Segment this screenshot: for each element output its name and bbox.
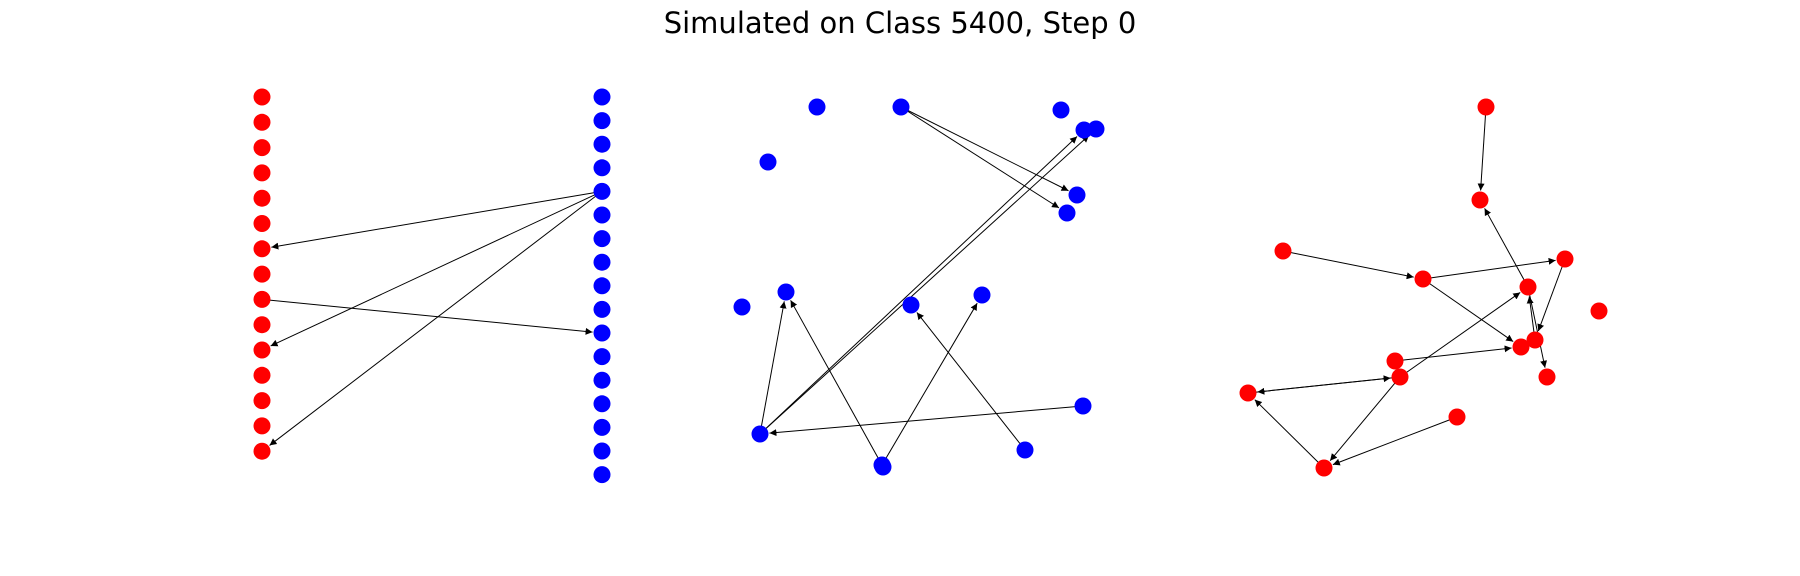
- edges-layer: [759, 106, 1090, 466]
- node-r7: [253, 265, 271, 283]
- edge-n13-n5: [759, 136, 1078, 435]
- edge-n16-n11: [916, 312, 1026, 451]
- node-r4: [253, 189, 271, 207]
- node-b11: [593, 348, 611, 366]
- edge-n14-n10: [790, 300, 883, 466]
- edge-m5-m8: [1537, 258, 1566, 332]
- panel-blue-graph: [733, 98, 1105, 476]
- node-b0: [593, 88, 611, 106]
- node-n17: [874, 458, 892, 476]
- nodes-layer: [1239, 98, 1608, 477]
- node-m6: [1519, 278, 1537, 296]
- node-r5: [253, 215, 271, 232]
- node-b3: [593, 159, 611, 177]
- node-m3: [1274, 242, 1292, 260]
- node-b6: [593, 230, 611, 248]
- node-r9: [253, 316, 271, 334]
- node-r8: [253, 290, 271, 308]
- edge-r8-b10: [261, 298, 593, 335]
- node-n2: [892, 98, 910, 116]
- node-m4: [1414, 270, 1432, 288]
- node-m15: [1315, 459, 1333, 477]
- node-b8: [593, 277, 611, 295]
- edge-m13-m15: [1332, 416, 1458, 466]
- node-r6: [253, 240, 271, 258]
- node-r0: [253, 88, 271, 106]
- node-r1: [253, 113, 271, 131]
- node-m14: [1239, 384, 1257, 402]
- edge-m4-m5: [1422, 257, 1556, 280]
- node-m1: [1477, 98, 1495, 116]
- node-n10: [777, 283, 795, 301]
- node-m8: [1526, 331, 1544, 349]
- node-r11: [253, 366, 271, 384]
- edge-n13-n10: [759, 301, 787, 435]
- node-n9: [733, 298, 751, 316]
- node-m2: [1471, 191, 1489, 209]
- edges-layer: [261, 190, 603, 446]
- edge-m1-m2: [1477, 106, 1487, 191]
- edge-m4-m9: [1422, 278, 1514, 342]
- node-n16: [1016, 441, 1034, 459]
- edge-b4-r14: [269, 191, 603, 446]
- node-b9: [593, 300, 611, 318]
- node-b12: [593, 371, 611, 389]
- edge-n14-n12: [881, 302, 978, 466]
- node-r14: [253, 442, 271, 460]
- edge-m11-m9: [1394, 345, 1512, 362]
- node-n8: [1058, 204, 1076, 222]
- node-n3: [759, 153, 777, 171]
- nodes-layer: [733, 98, 1105, 476]
- node-b1: [593, 112, 611, 130]
- node-m5: [1556, 250, 1574, 268]
- node-b13: [593, 395, 611, 413]
- node-m10: [1538, 368, 1556, 386]
- edge-n2-n8: [900, 106, 1060, 209]
- node-n4: [1052, 101, 1070, 119]
- panel-bipartite: [253, 88, 611, 484]
- edge-m12-m15: [1329, 376, 1401, 462]
- node-m9: [1512, 338, 1530, 356]
- edge-n15-n13: [769, 405, 1084, 437]
- edge-m3-m4: [1282, 250, 1414, 280]
- node-r10: [253, 341, 271, 359]
- node-m13: [1448, 408, 1466, 426]
- node-r2: [253, 139, 271, 157]
- edge-m14-m12: [1247, 375, 1391, 394]
- edge-m6-m10: [1527, 286, 1548, 368]
- node-n6: [1087, 120, 1105, 138]
- node-n7: [1068, 186, 1086, 204]
- node-n11: [902, 296, 920, 314]
- node-b16: [593, 466, 611, 484]
- nodes-layer: [253, 88, 611, 484]
- node-b14: [593, 418, 611, 436]
- node-n15: [1074, 397, 1092, 415]
- node-b7: [593, 253, 611, 271]
- node-b5: [593, 206, 611, 224]
- edge-m6-m2: [1484, 208, 1529, 288]
- edge-b4-r10: [270, 190, 603, 347]
- edges-layer: [1247, 106, 1566, 469]
- edge-b4-r6: [271, 190, 603, 250]
- node-m11: [1386, 352, 1404, 370]
- node-m12: [1391, 368, 1409, 386]
- node-m7: [1590, 302, 1608, 320]
- panel-red-graph: [1239, 98, 1608, 477]
- edge-m12-m6: [1399, 292, 1521, 378]
- node-r3: [253, 164, 271, 182]
- node-b10: [593, 324, 611, 342]
- node-r12: [253, 392, 271, 410]
- node-r13: [253, 417, 271, 435]
- node-b4: [593, 182, 611, 200]
- node-n12: [973, 286, 991, 304]
- figure-title: Simulated on Class 5400, Step 0: [663, 6, 1137, 40]
- node-b2: [593, 135, 611, 153]
- node-n13: [751, 425, 769, 443]
- edge-n13-n6: [759, 135, 1090, 435]
- node-b15: [593, 442, 611, 460]
- node-n1: [808, 98, 826, 116]
- edge-m15-m14: [1254, 399, 1325, 469]
- edge-n2-n7: [900, 106, 1069, 192]
